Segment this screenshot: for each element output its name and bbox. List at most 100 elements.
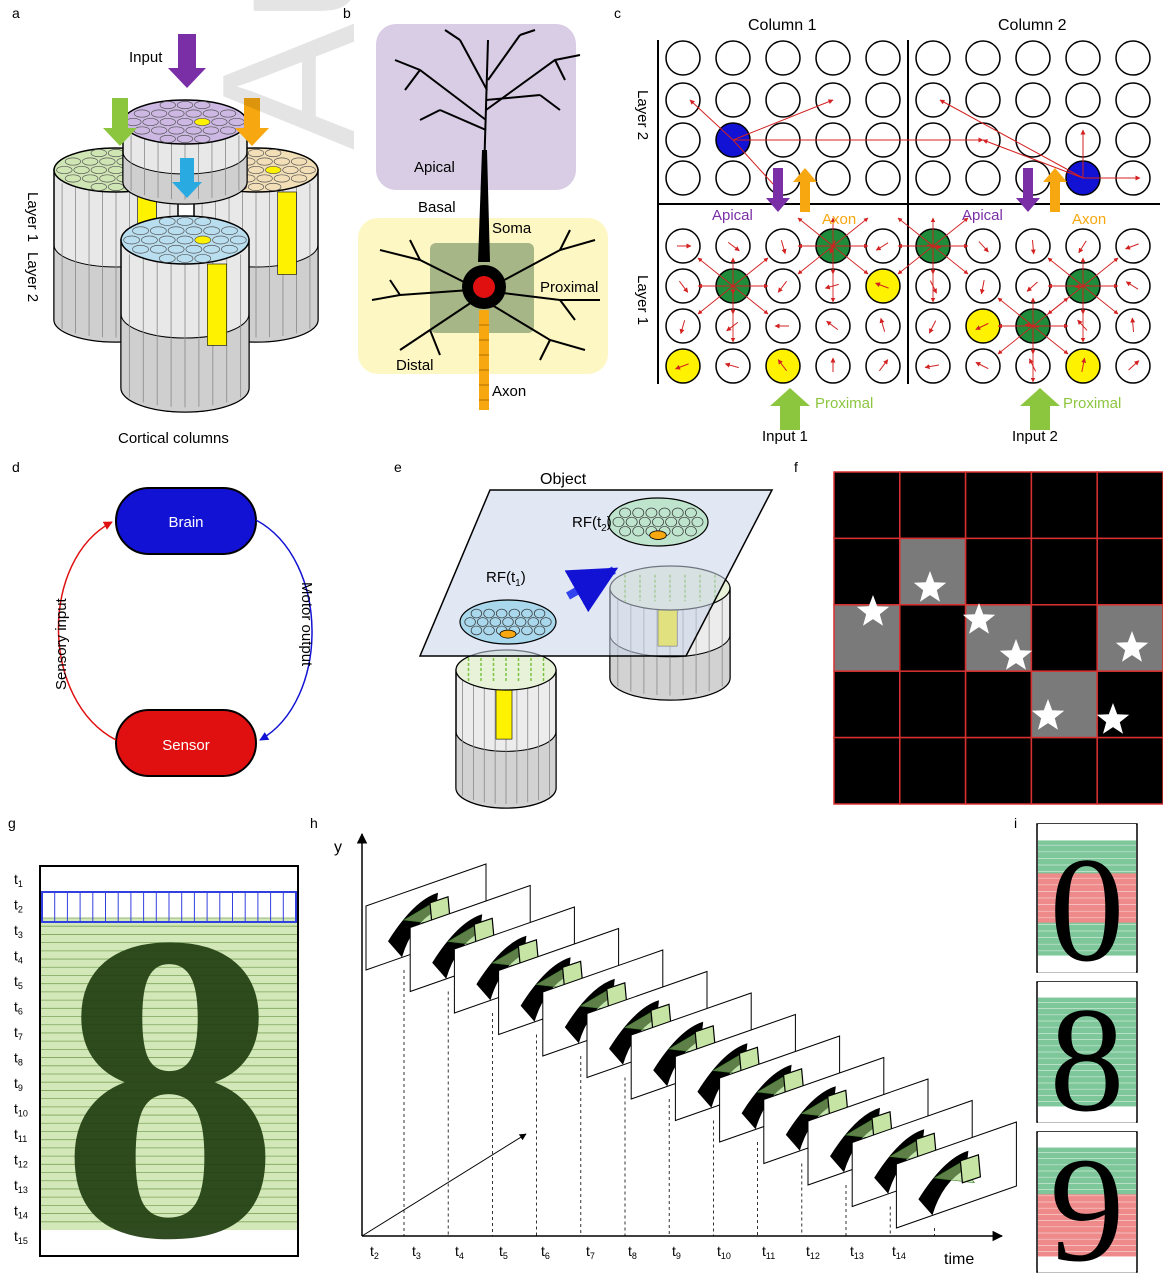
star-marker	[999, 639, 1033, 670]
layer2-neuron	[965, 82, 1001, 118]
column-top-cell	[185, 126, 202, 135]
lateral-arrow	[724, 362, 739, 369]
column-top-cell	[247, 182, 265, 191]
rf-cell	[671, 526, 684, 537]
rf1-label: RF(t1)	[486, 569, 526, 589]
time-label: t7	[14, 1024, 23, 1042]
layer1-connection	[932, 245, 969, 275]
lateral-arrow	[975, 322, 989, 330]
column-top-cell	[176, 254, 194, 263]
rf-cell	[645, 507, 658, 518]
brain-label: Brain	[168, 514, 203, 531]
column-top-cell	[142, 117, 159, 127]
time-label: t4	[455, 1243, 464, 1261]
digit-sample-band	[1038, 824, 1136, 841]
neuron-grid	[665, 40, 1151, 384]
rf-cell	[521, 625, 533, 636]
rf-cell	[625, 516, 638, 528]
grid-cell	[964, 537, 1033, 606]
sensory-input-label: Sensory input	[53, 597, 70, 690]
time-label: t14	[892, 1243, 906, 1261]
rf-cell	[508, 608, 520, 619]
layer2-connection	[939, 99, 1084, 179]
receptive-field	[607, 497, 709, 547]
soma-label: Soma	[492, 220, 532, 237]
column-top-cell	[247, 165, 265, 175]
layer2-neuron	[665, 82, 701, 118]
column-top-cell	[73, 165, 90, 175]
layer2-neuron	[665, 122, 701, 158]
rf-active-cell	[499, 629, 517, 639]
column-top-cell	[194, 134, 211, 143]
panel-c: c Column 1 Column 2 Layer 2 Layer 1 Apic…	[614, 5, 1160, 445]
layer2-neuron	[1065, 40, 1101, 76]
lateral-arrow	[678, 280, 689, 293]
layer2-neuron	[1015, 40, 1051, 76]
apical-label-1: Apical	[712, 207, 753, 224]
column-top-cell	[194, 101, 211, 110]
lateral-arrow	[780, 240, 787, 255]
column-top-cell	[221, 226, 238, 236]
time-label: t4	[14, 948, 23, 966]
layer1-connection	[732, 257, 769, 287]
time-label: t14	[14, 1203, 28, 1221]
lateral-arrow	[1130, 317, 1136, 333]
panel-h-letter: h	[310, 815, 318, 831]
column-top	[120, 215, 250, 265]
column-top-cell	[64, 157, 82, 166]
column-top-cell	[212, 235, 229, 245]
digit-sample-band	[1038, 1028, 1136, 1045]
rf-cell	[489, 617, 502, 627]
layer1-connection	[1047, 257, 1084, 287]
time-axis-label: time	[944, 1251, 974, 1268]
column-top-cell	[90, 165, 107, 175]
column-top-cell	[203, 244, 221, 254]
proximal-arrow-2	[1020, 388, 1060, 430]
column-top-cell	[290, 174, 308, 183]
apical-label-2: Apical	[962, 207, 1003, 224]
column-top-cell	[149, 226, 167, 236]
time-stripes	[41, 917, 297, 1223]
proximal-label: Proximal	[540, 279, 598, 296]
column-top-cell	[202, 109, 219, 118]
layer-labels: Layer 1Layer 2	[24, 192, 41, 302]
proximal-label-2: Proximal	[1063, 395, 1121, 412]
column-top-cell	[149, 244, 167, 254]
grid-cell	[833, 471, 901, 540]
apical-region	[376, 24, 576, 190]
motor-output-label: Motor output	[298, 582, 315, 667]
lateral-arrow	[928, 320, 937, 334]
digit-sample-band	[1038, 1106, 1136, 1123]
star-marker	[1096, 703, 1130, 734]
panel-e-letter: e	[394, 459, 402, 475]
digit-sample-band	[1038, 1147, 1136, 1164]
rf-cell	[619, 507, 632, 518]
sensor-label: Sensor	[162, 737, 210, 754]
lateral-arrow	[1125, 243, 1139, 250]
active-cell	[277, 191, 297, 275]
digit-sample-band	[1038, 840, 1136, 858]
star-marker	[962, 603, 996, 634]
motor-output-arrow	[255, 519, 313, 741]
digit-sample-band	[1038, 1178, 1136, 1195]
column-top-cell	[123, 235, 141, 245]
lateral-arrow	[979, 280, 985, 295]
sensor-node	[115, 709, 257, 777]
grid-cell	[1030, 670, 1098, 739]
panel-i-letter: i	[1014, 815, 1017, 831]
layer1-connection	[997, 325, 1034, 355]
column-top-cell	[158, 254, 176, 263]
column-top-cell	[299, 165, 316, 175]
layer1-connection	[697, 285, 734, 315]
axon-arrow-2	[1043, 168, 1067, 212]
column-top-cell	[151, 126, 168, 135]
rf-cell	[502, 617, 514, 627]
layer2-neuron	[865, 82, 901, 118]
rf-cell	[533, 625, 546, 636]
layer1-connection	[997, 297, 1034, 327]
time-label: t5	[14, 973, 23, 991]
layer1-label: Layer 1	[634, 275, 651, 325]
layer2-neuron	[965, 160, 1001, 196]
